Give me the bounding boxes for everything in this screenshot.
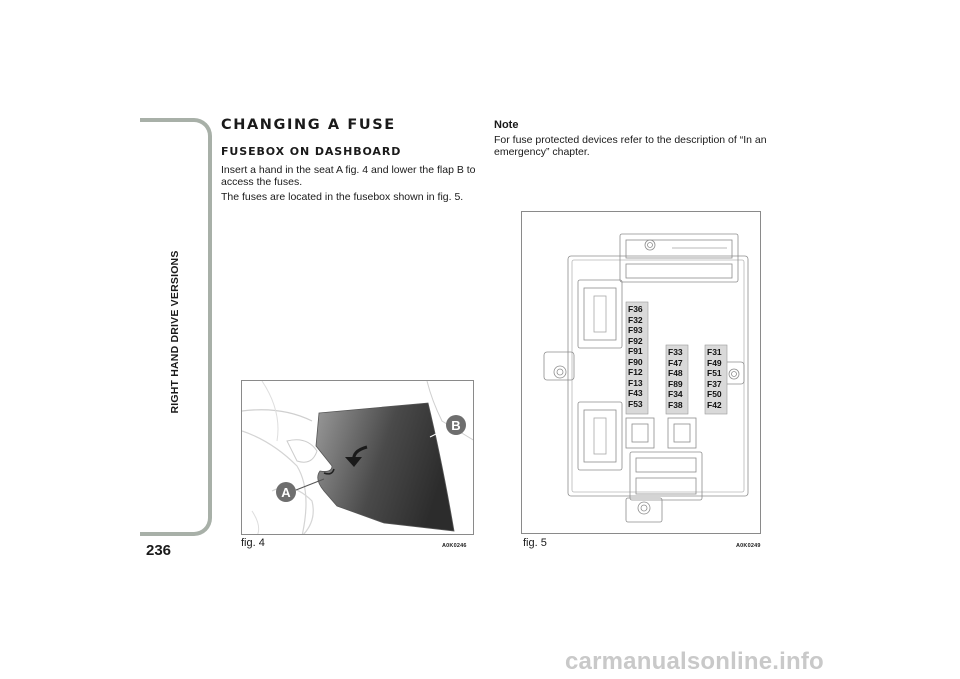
note-body: For fuse protected devices refer to the … bbox=[494, 134, 767, 158]
figure-5-caption: fig. 5 bbox=[523, 537, 547, 549]
flap-b-shape bbox=[315, 402, 455, 532]
fuse-label: F38 bbox=[668, 399, 683, 410]
fuse-label: F49 bbox=[707, 357, 722, 368]
fuse-label: F50 bbox=[707, 389, 722, 399]
fusebox-illustration bbox=[543, 233, 749, 523]
fuse-label: F31 bbox=[707, 347, 722, 357]
fuse-label: F32 bbox=[628, 314, 643, 325]
fuse-label: F37 bbox=[707, 378, 722, 389]
figure-5-fusebox: F36 F32 F93 F92 F91 F90 F12 F13 F43 F53 … bbox=[521, 211, 761, 534]
fuse-label: F51 bbox=[707, 368, 722, 378]
fuse-label: F93 bbox=[628, 325, 643, 335]
figure-4-caption: fig. 4 bbox=[241, 537, 265, 549]
page-number: 236 bbox=[146, 542, 172, 559]
fuse-label: F53 bbox=[628, 398, 643, 409]
fuse-label: F92 bbox=[628, 335, 643, 346]
fuse-label: F34 bbox=[668, 389, 683, 399]
fuse-label: F89 bbox=[668, 378, 683, 389]
fuse-column-1: F36 F32 F93 F92 F91 F90 F12 F13 F43 F53 bbox=[628, 304, 643, 409]
fuse-label: F48 bbox=[668, 368, 683, 378]
note-title: Note bbox=[494, 119, 519, 131]
chapter-side-tab bbox=[140, 118, 212, 536]
fuse-label: F43 bbox=[628, 388, 643, 398]
chapter-label: RIGHT HAND DRIVE VERSIONS bbox=[169, 250, 181, 414]
instruction-paragraph: Insert a hand in the seat A fig. 4 and l… bbox=[221, 164, 476, 188]
figure-4-dashboard-flap: B A bbox=[241, 380, 474, 535]
fuse-label: F90 bbox=[628, 356, 643, 367]
fuse-label: F13 bbox=[628, 377, 643, 388]
figure-4-code: A0K0246 bbox=[442, 543, 467, 549]
label-a-text: A bbox=[281, 485, 291, 500]
section-subtitle: FUSEBOX ON DASHBOARD bbox=[221, 145, 402, 158]
fuse-label: F12 bbox=[628, 367, 643, 377]
label-b-badge bbox=[446, 415, 466, 435]
fuse-label: F33 bbox=[668, 347, 683, 357]
watermark: carmanualsonline.info bbox=[565, 648, 824, 675]
label-b-text: B bbox=[451, 418, 460, 433]
dashboard-flap-illustration: B A bbox=[242, 381, 473, 534]
fuse-column-3: F31 F49 F51 F37 F50 F42 bbox=[707, 347, 722, 410]
label-a-badge bbox=[276, 482, 296, 502]
figure-5-code: A0K0249 bbox=[736, 543, 761, 549]
fuse-column-2: F33 F47 F48 F89 F34 F38 bbox=[668, 347, 683, 410]
fuse-label: F91 bbox=[628, 346, 643, 356]
section-title: CHANGING A FUSE bbox=[221, 117, 396, 133]
location-paragraph: The fuses are located in the fusebox sho… bbox=[221, 191, 464, 203]
fuse-label: F42 bbox=[707, 399, 722, 410]
fuse-label: F47 bbox=[668, 357, 683, 368]
fuse-label: F36 bbox=[628, 304, 643, 314]
